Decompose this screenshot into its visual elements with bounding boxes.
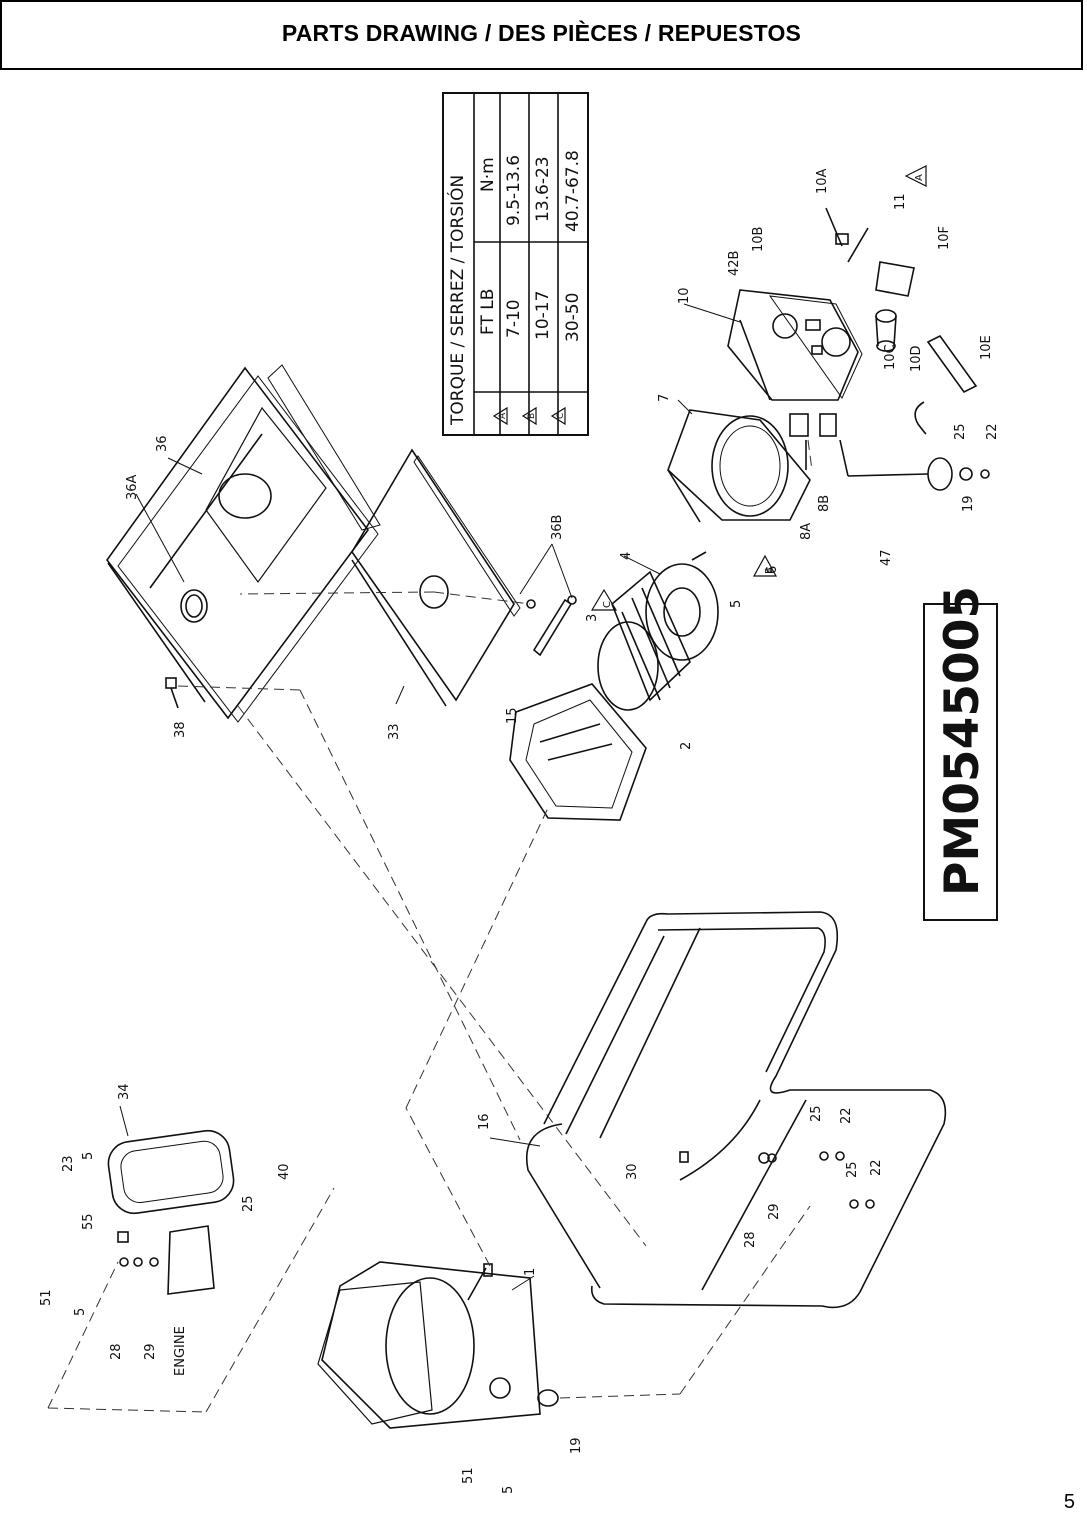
part-33-plate	[351, 448, 521, 707]
callout-19-engine: 19	[569, 1437, 584, 1454]
part-1-engine	[317, 1261, 559, 1429]
mark-b: B	[764, 567, 775, 574]
torque-mark-c-triangle	[550, 406, 566, 426]
part-34-muffler	[107, 1129, 235, 1215]
torque-col-nm: N·m	[478, 157, 498, 192]
mark-c: C	[602, 601, 613, 608]
part-36b-rod	[526, 595, 577, 657]
callout-19-top: 19	[961, 495, 976, 512]
model-number: PM0545005	[935, 586, 990, 896]
torque-col-ftlb: FT LB	[478, 289, 498, 335]
callout-51-bracket: 51	[39, 1289, 54, 1306]
torque-mark-a-triangle	[492, 406, 508, 426]
part-10c-capacitor	[875, 309, 897, 352]
page-title: PARTS DRAWING / DES PIÈCES / REPUESTOS	[281, 20, 802, 46]
callout-22-frame-a: 22	[839, 1107, 854, 1124]
torque-row-c-ftlb: 30-50	[563, 293, 583, 342]
header-box: PARTS DRAWING / DES PIÈCES / REPUESTOS	[0, 0, 1083, 70]
callout-55: 55	[81, 1213, 96, 1230]
torque-mark-c: C	[556, 413, 566, 419]
callout-1: 1	[523, 1268, 538, 1276]
callout-40: 40	[277, 1163, 292, 1180]
callout-10e: 10E	[979, 335, 994, 360]
callout-47: 47	[879, 549, 894, 566]
engine-bracket	[117, 1225, 215, 1295]
torque-row-c-nm: 40.7-67.8	[563, 150, 583, 232]
callout-5-engine: 5	[501, 1486, 516, 1494]
callout-3: 3	[585, 614, 600, 622]
part-10d-wire	[914, 401, 927, 435]
torque-row-b-ftlb: 10-17	[533, 291, 553, 340]
callout-22-top: 22	[985, 423, 1000, 440]
callout-5-bracket: 5	[73, 1308, 88, 1316]
callout-22-frame-b: 22	[869, 1159, 884, 1176]
callout-15: 15	[505, 707, 520, 724]
callout-5-muffler: 5	[81, 1152, 96, 1160]
callout-10c: 10C	[883, 344, 898, 370]
callout-29-frame: 29	[767, 1203, 782, 1220]
callout-11: 11	[893, 193, 908, 210]
torque-mark-b: B	[527, 413, 537, 419]
callout-2: 2	[679, 742, 694, 750]
frame-hardware	[679, 1151, 875, 1209]
callout-6: 6	[765, 566, 780, 574]
page-number: 5	[1063, 1491, 1075, 1513]
callout-51-engine: 51	[461, 1467, 476, 1484]
callout-34: 34	[117, 1083, 132, 1100]
callout-25-frame-a: 25	[809, 1105, 824, 1122]
part-16-frame	[526, 911, 947, 1309]
model-number-box: PM0545005	[923, 586, 998, 921]
mark-a: A	[914, 174, 925, 181]
callout-4: 4	[619, 552, 634, 560]
torque-table	[442, 92, 589, 436]
part-2-housing	[509, 683, 647, 821]
torque-row-a-nm: 9.5-13.6	[504, 155, 524, 226]
callout-8b: 8B	[817, 495, 832, 512]
callout-8a: 8A	[799, 523, 814, 540]
callout-7: 7	[657, 394, 672, 402]
callout-33: 33	[387, 723, 402, 740]
torque-row-b-nm: 13.6-23	[533, 156, 553, 222]
callout-29-bracket: 29	[143, 1343, 158, 1360]
part-7-stator	[667, 409, 811, 523]
part-38-bolt	[165, 677, 179, 709]
callout-5: 5	[729, 600, 744, 608]
part-10e-bracket	[926, 334, 978, 394]
callout-28-bracket: 28	[109, 1343, 124, 1360]
torque-table-title: TORQUE / SERREZ / TORSIÓN	[446, 175, 468, 426]
part-10f-label	[875, 261, 915, 297]
callout-25-bracket: 25	[241, 1195, 256, 1212]
callout-10d: 10D	[909, 345, 924, 372]
callout-42b: 42B	[727, 251, 742, 276]
part-36-cover	[106, 364, 381, 723]
callout-10a: 10A	[815, 168, 830, 194]
part-4-rotor	[597, 551, 719, 711]
torque-row-a-ftlb: 7-10	[504, 299, 524, 338]
callout-10: 10	[677, 287, 692, 304]
callout-36: 36	[155, 435, 170, 452]
callout-36b: 36B	[550, 515, 565, 540]
callout-16: 16	[477, 1113, 492, 1130]
callout-25-top: 25	[953, 423, 968, 440]
callout-10b: 10B	[751, 227, 766, 252]
torque-mark-a: A	[498, 412, 508, 419]
part-8-connectors	[789, 413, 849, 477]
callout-36a: 36A	[125, 474, 140, 500]
part-10a-11	[825, 207, 869, 263]
callout-23: 23	[61, 1155, 76, 1172]
callout-38: 38	[173, 721, 188, 738]
torque-mark-b-triangle	[521, 406, 537, 426]
callout-25-frame-b: 25	[845, 1161, 860, 1178]
callout-28-frame: 28	[743, 1231, 758, 1248]
callout-10f: 10F	[937, 226, 952, 250]
part-19-mount	[847, 457, 990, 491]
parts-drawing: TORQUE / SERREZ / TORSIÓN FT LB N·m 7-10…	[39, 92, 1000, 1494]
part-10-panel	[727, 289, 863, 401]
callout-engine: ENGINE	[173, 1326, 188, 1376]
callout-30: 30	[625, 1163, 640, 1180]
